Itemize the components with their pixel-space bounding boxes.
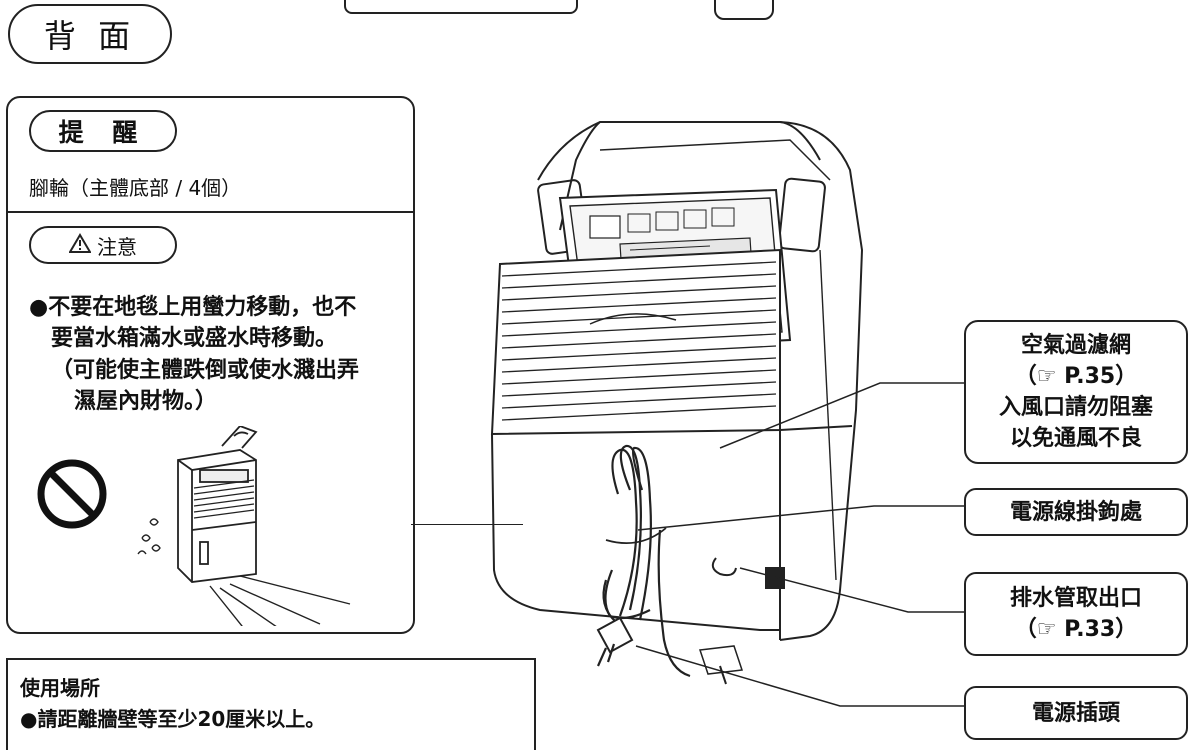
section-title: 背 面 bbox=[8, 4, 172, 64]
top-partial-box bbox=[344, 0, 578, 14]
air-filter-callout: 空氣過濾網 （☞ P.35） 入風口請勿阻塞 以免通風不良 bbox=[964, 320, 1188, 464]
main-dehumidifier-illustration bbox=[480, 110, 900, 694]
warning-triangle-icon bbox=[68, 232, 92, 258]
reminder-title-text: 提 醒 bbox=[58, 118, 148, 147]
caution-line-3: （可能使主體跌倒或使水濺出弄 bbox=[51, 358, 360, 383]
air-filter-leader bbox=[719, 382, 966, 449]
usage-line-1: ●請距離牆壁等至少20厘米以上。 bbox=[20, 707, 326, 731]
cord-hook-callout: 電源線掛鉤處 bbox=[964, 488, 1188, 536]
drain-outlet-leader bbox=[739, 567, 966, 613]
prohibition-icon bbox=[36, 458, 108, 534]
small-dehumidifier-illustration bbox=[130, 424, 370, 637]
power-plug-leader bbox=[635, 645, 966, 707]
caution-line-2: 要當水箱滿水或盛水時移動。 bbox=[51, 326, 338, 351]
drain-outlet-line-1: 排水管取出口 bbox=[1009, 586, 1142, 611]
caster-text: 腳輪（主體底部 / 4個） bbox=[29, 176, 242, 200]
drain-outlet-callout: 排水管取出口 （☞ P.33） bbox=[964, 572, 1188, 656]
reminder-title: 提 醒 bbox=[29, 110, 177, 152]
callout-leader-lines bbox=[635, 382, 966, 707]
caution-title-text: 注意 bbox=[97, 234, 137, 259]
usage-title: 使用場所 bbox=[20, 676, 100, 700]
caution-line-4: 濕屋內財物。） bbox=[74, 389, 218, 414]
caution-title: 注意 bbox=[29, 226, 177, 264]
air-filter-line-2: （☞ P.35） bbox=[1014, 364, 1138, 389]
cord-hook-label: 電源線掛鉤處 bbox=[1009, 499, 1142, 525]
air-filter-line-1: 空氣過濾網 bbox=[1020, 333, 1131, 358]
top-partial-shape bbox=[714, 0, 774, 20]
air-filter-line-3: 入風口請勿阻塞 bbox=[998, 395, 1153, 420]
drain-outlet-line-2: （☞ P.33） bbox=[1014, 617, 1138, 642]
air-filter-line-4: 以免通風不良 bbox=[1009, 426, 1142, 451]
power-plug-callout: 電源插頭 bbox=[964, 686, 1188, 740]
cord-hook-leader bbox=[637, 505, 966, 531]
caution-line-1: ●不要在地毯上用蠻力移動，也不 bbox=[29, 295, 357, 320]
reminder-leader-line bbox=[411, 524, 523, 525]
reminder-divider bbox=[8, 211, 413, 213]
section-title-text: 背 面 bbox=[43, 17, 137, 55]
power-plug-label: 電源插頭 bbox=[1031, 700, 1120, 726]
